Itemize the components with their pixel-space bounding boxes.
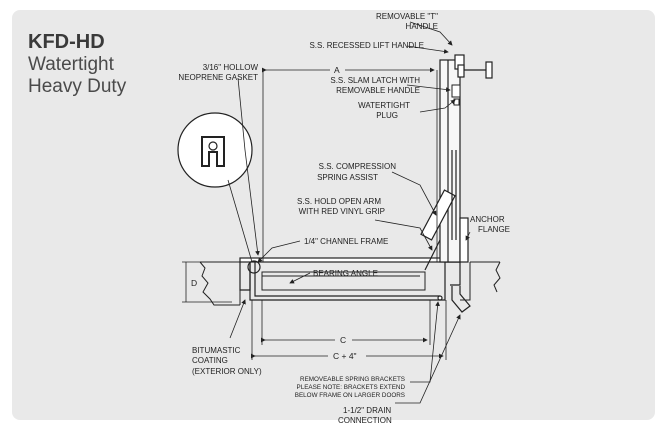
label-removable-t-handle-1: REMOVABLE "T" [376, 12, 438, 21]
anchor-flange [459, 217, 469, 263]
label-drain-1: 1-1/2" DRAIN [343, 406, 391, 415]
spring-assist [420, 150, 457, 271]
label-channel-frame: 1/4" CHANNEL FRAME [304, 237, 388, 246]
label-gasket-2: NEOPRENE GASKET [178, 73, 258, 82]
label-recessed-lift-handle: S.S. RECESSED LIFT HANDLE [309, 41, 424, 50]
dimension-d [182, 261, 232, 303]
dimension-c-plus-4 [251, 300, 447, 360]
label-slam-latch-1: S.S. SLAM LATCH WITH [330, 76, 420, 85]
label-anchor-1: ANCHOR [470, 215, 505, 224]
model-name: KFD-HD [28, 31, 105, 53]
label-plug-1: WATERTIGHT [358, 101, 410, 110]
bearing-angle [261, 271, 426, 291]
diagram-panel [12, 10, 655, 420]
label-anchor-2: FLANGE [478, 225, 510, 234]
leader-lines [229, 21, 471, 404]
label-hold-open-1: S.S. HOLD OPEN ARM [297, 197, 381, 206]
dimension-a-label: A [334, 65, 340, 75]
t-handle [457, 61, 493, 79]
dimension-c-plus-4-label: C + 4" [333, 351, 357, 361]
title-block: KFD-HD Watertight Heavy Duty [28, 30, 126, 98]
drain-connection [437, 286, 471, 313]
label-drain-2: CONNECTION [338, 416, 392, 425]
subtitle-line-2: Heavy Duty [28, 76, 127, 97]
gasket-detail [177, 112, 261, 274]
label-removable-t-handle-2: HANDLE [406, 22, 438, 31]
label-bearing-angle: BEARING ANGLE [313, 269, 378, 278]
dimension-a [262, 67, 438, 262]
label-gasket-1: 3/16" HOLLOW [203, 63, 259, 72]
label-plug-2: PLUG [376, 111, 398, 120]
label-brackets-1: REMOVEABLE SPRING BRACKETS [300, 376, 405, 383]
dimension-c [261, 300, 431, 345]
label-bitumastic-1: BITUMASTIC [192, 346, 241, 355]
label-bitumastic-2: COATING [192, 356, 228, 365]
label-compression-2: SPRING ASSIST [317, 173, 378, 182]
subtitle-line-1: Watertight [28, 54, 114, 75]
label-brackets-2: PLEASE NOTE: BRACKETS EXTEND [297, 384, 406, 391]
label-bitumastic-3: (EXTERIOR ONLY) [192, 367, 262, 376]
label-slam-latch-2: REMOVABLE HANDLE [336, 86, 420, 95]
channel-frame [239, 257, 461, 301]
label-compression-1: S.S. COMPRESSION [319, 162, 397, 171]
dimension-d-label: D [191, 278, 197, 288]
dimension-c-label: C [340, 335, 346, 345]
label-brackets-3: BELOW FRAME ON LARGER DOORS [295, 392, 405, 399]
label-hold-open-2: WITH RED VINYL GRIP [299, 207, 385, 216]
